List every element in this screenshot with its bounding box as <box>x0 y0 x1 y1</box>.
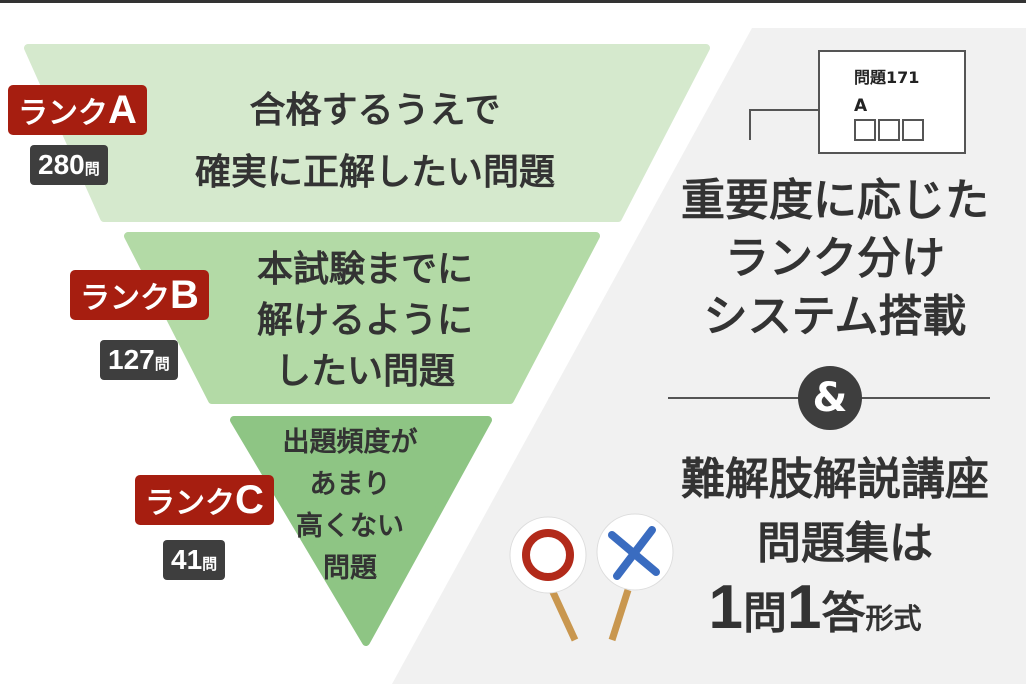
rank-b-badge: ランクB <box>70 270 209 320</box>
feature2-format-line: 1問1答形式 <box>708 573 922 642</box>
level-a-text: 合格するうえで 確実に正解したい問題 <box>140 80 610 204</box>
level-a-line: 合格するうえで <box>249 90 501 131</box>
ampersand: & <box>812 375 848 421</box>
level-c-text: 出題頻度が あまり 高くない 問題 <box>270 422 430 590</box>
level-a-line: 確実に正解したい問題 <box>194 152 555 193</box>
maru-handle <box>548 588 579 642</box>
card-rank: A <box>854 96 868 116</box>
maru-paddle <box>509 516 587 594</box>
pyramid-level-c <box>230 416 492 646</box>
ampersand-circle <box>798 366 862 430</box>
feature2-line: 難解肢解説講座 <box>681 454 989 505</box>
pyramid-level-b <box>124 232 600 404</box>
level-b-line: 本試験までに <box>256 249 473 290</box>
feature1-line: ランク分け <box>725 233 945 284</box>
level-b-line: したい問題 <box>274 351 455 392</box>
batsu-handle <box>608 588 632 642</box>
level-c-line: あまり <box>309 469 391 500</box>
level-b-text: 本試験までに 解けるように したい問題 <box>230 244 500 397</box>
card-connector-line <box>749 109 818 140</box>
rank-a-badge: ランクA <box>8 85 147 135</box>
card-title: 問題171 <box>854 68 920 87</box>
level-c-line: 問題 <box>323 553 377 584</box>
feature2-line: 問題集は <box>757 518 933 569</box>
rank-b-count: 127問 <box>100 340 178 380</box>
feature-one-question-format: 難解肢解説講座 問題集は 1問1答形式 <box>640 448 1026 651</box>
feature1-line: 重要度に応じた <box>681 175 989 226</box>
top-border <box>0 0 1026 3</box>
sample-question-card: 問題171 A <box>818 50 966 154</box>
batsu-icon <box>608 526 660 580</box>
rank-a-count: 280問 <box>30 145 108 185</box>
level-c-line: 高くない <box>296 511 404 542</box>
feature1-line: システム搭載 <box>703 291 967 342</box>
rank-c-badge: ランクC <box>135 475 274 525</box>
level-c-line: 出題頻度が <box>282 427 418 458</box>
feature-rank-system: 重要度に応じた ランク分け システム搭載 <box>670 172 1000 346</box>
rank-c-count: 41問 <box>163 540 226 580</box>
card-checkboxes <box>854 119 964 141</box>
level-b-line: 解けるように <box>256 300 473 341</box>
maru-icon <box>522 529 574 581</box>
